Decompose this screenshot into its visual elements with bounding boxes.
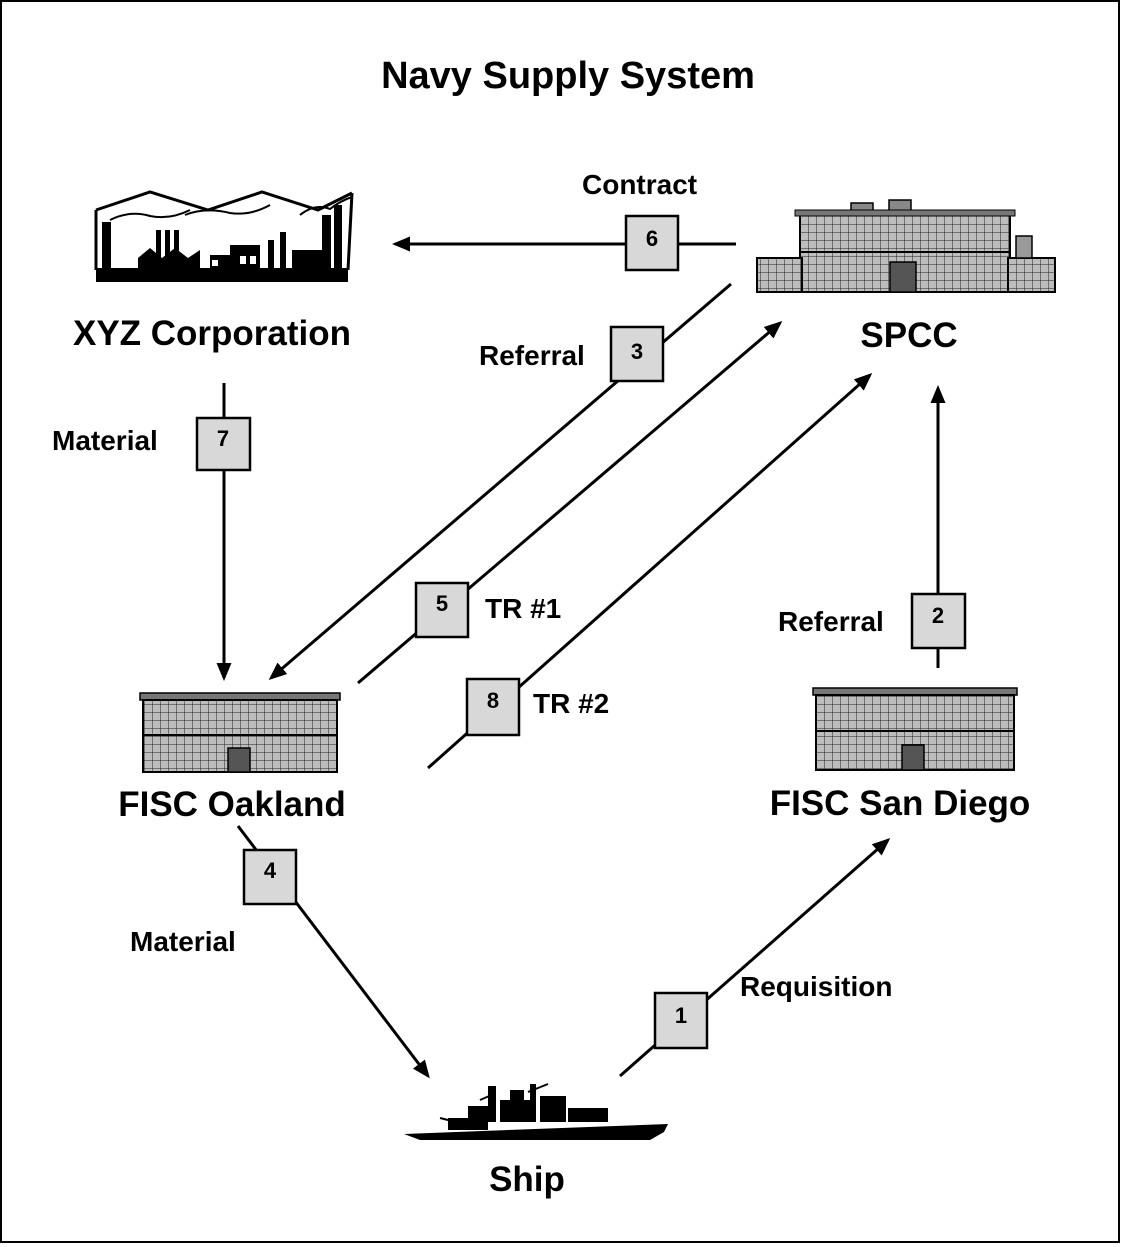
step-box-2 xyxy=(910,592,967,650)
step-number-3: 3 xyxy=(631,339,643,364)
step-box-7 xyxy=(195,416,252,472)
step-number-2: 2 xyxy=(932,603,944,628)
diagram-title: Navy Supply System xyxy=(381,55,755,97)
edge-step-3: 3 Referral xyxy=(268,282,732,680)
step-number-1: 1 xyxy=(675,1003,687,1028)
step-label-6: Contract xyxy=(582,169,697,200)
edge-step-7: 7 Material xyxy=(52,383,252,681)
step-box-6 xyxy=(624,214,680,272)
step-number-7: 7 xyxy=(217,426,229,451)
step-label-2: Referral xyxy=(778,606,884,637)
node-label-spcc: SPCC xyxy=(860,316,957,355)
step-number-5: 5 xyxy=(436,591,448,616)
node-label-fisc-oakland: FISC Oakland xyxy=(118,785,346,824)
step-number-6: 6 xyxy=(646,226,658,251)
edge-step-1: 1 Requisition xyxy=(619,838,892,1078)
edge-step-6: 6 Contract xyxy=(392,169,736,272)
step-label-4: Material xyxy=(130,926,236,957)
step-label-1: Requisition xyxy=(740,971,892,1002)
step-box-4 xyxy=(242,848,298,906)
factory-icon xyxy=(94,190,354,282)
sandiego-building-icon xyxy=(812,687,1018,771)
step-label-8: TR #2 xyxy=(533,688,609,719)
node-label-xyz-corporation: XYZ Corporation xyxy=(73,314,351,353)
step-label-7: Material xyxy=(52,425,158,456)
edge-step-2: 2 Referral xyxy=(778,385,967,668)
node-label-fisc-san-diego: FISC San Diego xyxy=(770,784,1031,823)
node-label-ship: Ship xyxy=(489,1160,565,1199)
step-box-1 xyxy=(653,991,709,1050)
step-box-5 xyxy=(414,581,470,639)
step-box-3 xyxy=(609,325,665,383)
step-number-8: 8 xyxy=(487,688,499,713)
step-box-8 xyxy=(465,677,521,737)
step-label-3: Referral xyxy=(479,340,585,371)
edge-step-8: 8 TR #2 xyxy=(427,373,873,770)
step-label-5: TR #1 xyxy=(485,593,561,624)
spcc-building-icon xyxy=(756,199,1056,293)
ship-icon xyxy=(404,1083,668,1140)
edge-step-4: 4 Material xyxy=(130,825,430,1079)
oakland-building-icon xyxy=(139,692,341,773)
edge-step-5: 5 TR #1 xyxy=(357,321,783,685)
step-number-4: 4 xyxy=(264,858,277,883)
